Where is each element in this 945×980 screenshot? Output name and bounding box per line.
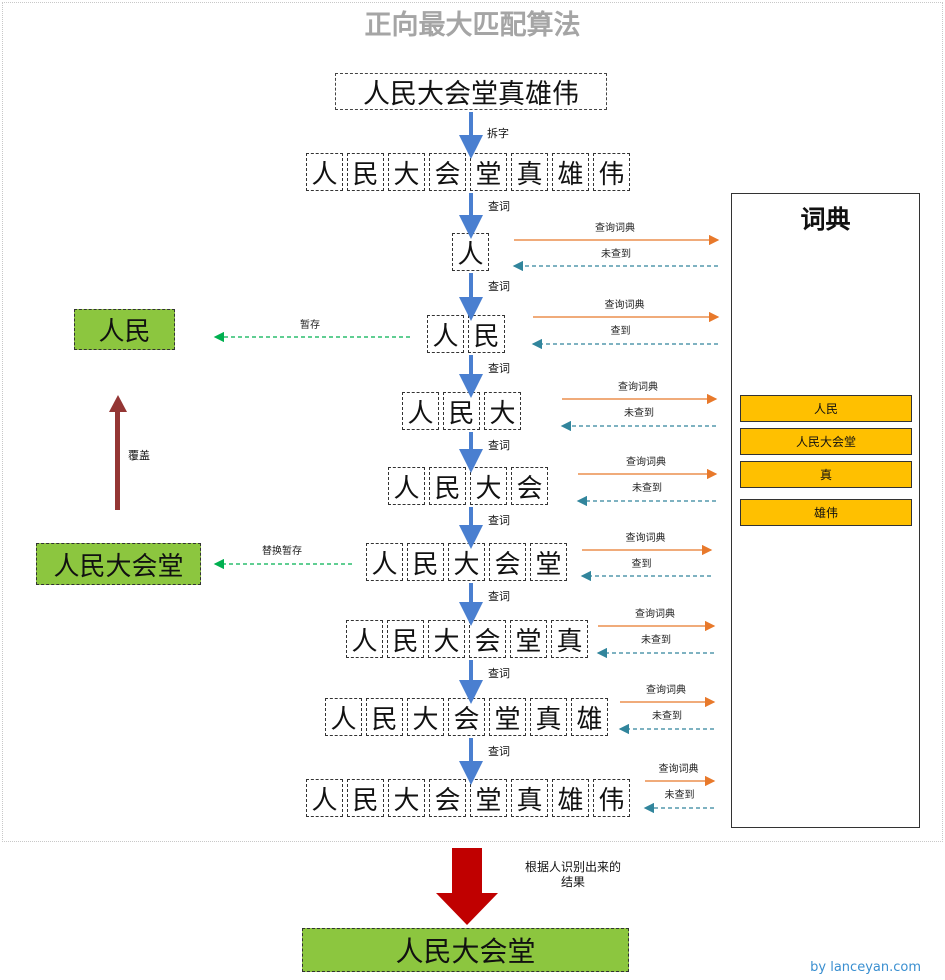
diagram-frame — [2, 2, 943, 842]
char-cell: 会 — [469, 620, 506, 658]
lookup-result-label: 查到 — [631, 559, 652, 570]
query-dictionary-label: 查询词典 — [604, 300, 645, 311]
input-sentence: 人民大会堂真雄伟 — [335, 73, 607, 110]
char-cell: 民 — [443, 392, 480, 430]
char-cell: 民 — [468, 315, 505, 353]
step-row: 人民大会堂真雄 — [325, 698, 612, 736]
lookup-result-label: 未查到 — [664, 790, 695, 801]
result-caption-line2: 结果 — [560, 875, 585, 889]
query-dictionary-label: 查询词典 — [626, 457, 666, 468]
temp-storage-box: 人民 — [74, 309, 175, 350]
lookup-label: 查词 — [488, 439, 510, 452]
char-cell: 堂 — [530, 543, 567, 581]
credit-text: by lanceyan.com — [810, 960, 921, 975]
lookup-label: 查词 — [488, 514, 510, 527]
lookup-result-label: 未查到 — [632, 483, 662, 494]
char-cell: 真 — [511, 153, 548, 191]
temp-storage-label: 暂存 — [300, 320, 320, 331]
char-cell: 人 — [402, 392, 439, 430]
query-dictionary-label: 查询词典 — [625, 533, 666, 544]
char-cell: 人 — [388, 467, 425, 505]
dictionary-entry: 雄伟 — [740, 499, 912, 526]
char-cell: 民 — [387, 620, 424, 658]
char-cell: 堂 — [510, 620, 547, 658]
dictionary-box: 词典 人民 人民大会堂 真 雄伟 — [731, 193, 920, 828]
step-row: 人民大会堂 — [366, 543, 571, 581]
char-cell: 人 — [346, 620, 383, 658]
lookup-label: 查词 — [488, 280, 510, 293]
char-cell: 人 — [306, 153, 343, 191]
replace-storage-box: 人民大会堂 — [36, 543, 201, 585]
char-cell: 民 — [407, 543, 444, 581]
query-dictionary-label: 查询词典 — [595, 223, 635, 234]
result-arrow — [436, 848, 498, 925]
overwrite-arrow — [109, 395, 127, 510]
lookup-label: 查词 — [488, 745, 510, 758]
char-cell: 堂 — [470, 779, 507, 817]
step-row: 人民大会堂真 — [346, 620, 592, 658]
char-cell: 人 — [325, 698, 362, 736]
char-cell: 雄 — [552, 779, 589, 817]
char-cell: 真 — [511, 779, 548, 817]
query-dictionary-label: 查询词典 — [646, 685, 686, 696]
char-cell: 真 — [530, 698, 567, 736]
lookup-result-label: 未查到 — [624, 408, 654, 419]
char-cell: 大 — [484, 392, 521, 430]
lookup-label: 查词 — [488, 200, 510, 213]
char-cell: 人 — [366, 543, 403, 581]
char-cell: 伟 — [593, 779, 630, 817]
char-cell: 大 — [428, 620, 465, 658]
query-dictionary-label: 查询词典 — [658, 764, 699, 775]
char-cell: 人 — [306, 779, 343, 817]
step-row: 人民大会堂真雄伟 — [306, 153, 634, 191]
char-cell: 民 — [366, 698, 403, 736]
step-row: 人 — [452, 233, 493, 271]
char-cell: 大 — [470, 467, 507, 505]
char-cell: 伟 — [593, 153, 630, 191]
overwrite-label: 覆盖 — [128, 449, 150, 462]
query-dictionary-label: 查询词典 — [635, 609, 675, 620]
step-row: 人民大 — [402, 392, 525, 430]
dictionary-title: 词典 — [800, 205, 851, 234]
char-cell: 堂 — [470, 153, 507, 191]
step-row: 人民大会 — [388, 467, 552, 505]
step-row: 人民大会堂真雄伟 — [306, 779, 634, 817]
char-cell: 民 — [347, 779, 384, 817]
char-cell: 雄 — [571, 698, 608, 736]
lookup-result-label: 未查到 — [601, 249, 631, 260]
query-dictionary-label: 查询词典 — [618, 382, 658, 393]
result-caption-line1: 根据人识别出来的 — [524, 860, 621, 874]
char-cell: 会 — [489, 543, 526, 581]
char-cell: 民 — [429, 467, 466, 505]
replace-storage-label: 替换暂存 — [262, 546, 302, 557]
final-result-box: 人民大会堂 — [302, 928, 629, 972]
lookup-result-label: 查到 — [610, 326, 631, 337]
lookup-label: 查词 — [488, 362, 510, 375]
char-cell: 民 — [347, 153, 384, 191]
lookup-label: 查词 — [488, 667, 510, 680]
char-cell: 人 — [427, 315, 464, 353]
char-cell: 大 — [388, 779, 425, 817]
split-label: 拆字 — [487, 127, 509, 140]
dictionary-entry: 真 — [740, 461, 912, 488]
diagram-title: 正向最大匹配算法 — [364, 10, 581, 41]
char-cell: 人 — [452, 233, 489, 271]
lookup-result-label: 未查到 — [641, 635, 671, 646]
char-cell: 大 — [407, 698, 444, 736]
char-cell: 会 — [511, 467, 548, 505]
char-cell: 大 — [388, 153, 425, 191]
char-cell: 真 — [551, 620, 588, 658]
char-cell: 会 — [429, 779, 466, 817]
lookup-result-label: 未查到 — [652, 711, 682, 722]
dictionary-entry: 人民 — [740, 395, 912, 422]
char-cell: 会 — [429, 153, 466, 191]
char-cell: 堂 — [489, 698, 526, 736]
char-cell: 雄 — [552, 153, 589, 191]
result-caption: 根据人识别出来的 结果 — [518, 860, 628, 890]
step-row: 人民 — [427, 315, 509, 353]
char-cell: 会 — [448, 698, 485, 736]
lookup-label: 查词 — [488, 590, 510, 603]
dictionary-entry: 人民大会堂 — [740, 428, 912, 455]
